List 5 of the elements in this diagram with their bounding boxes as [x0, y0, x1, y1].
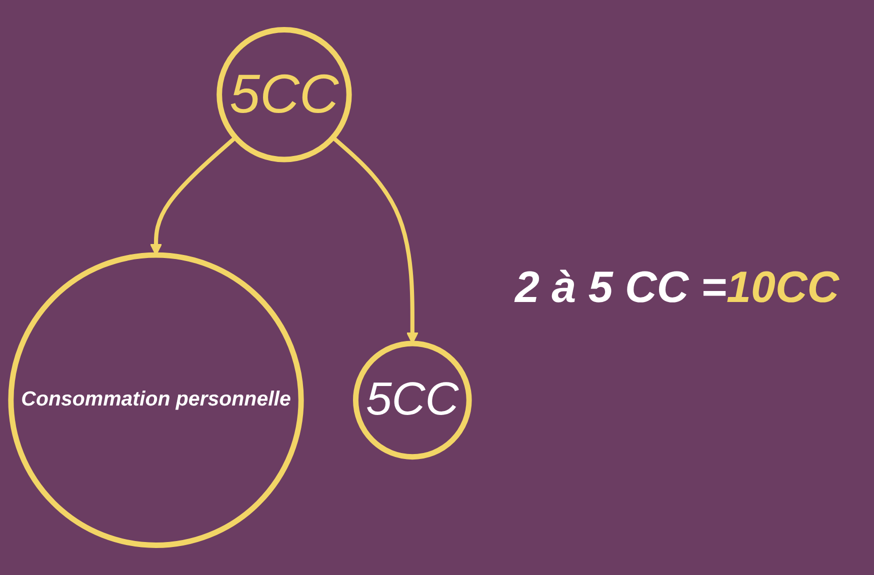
node-circle: 5CC [352, 340, 472, 460]
result-text: 10CC [726, 262, 840, 312]
node-circle: Consommation personnelle [8, 252, 304, 548]
equation-text: 2 à 5 CC = [514, 262, 727, 312]
node-circle: 5CC [216, 27, 352, 162]
